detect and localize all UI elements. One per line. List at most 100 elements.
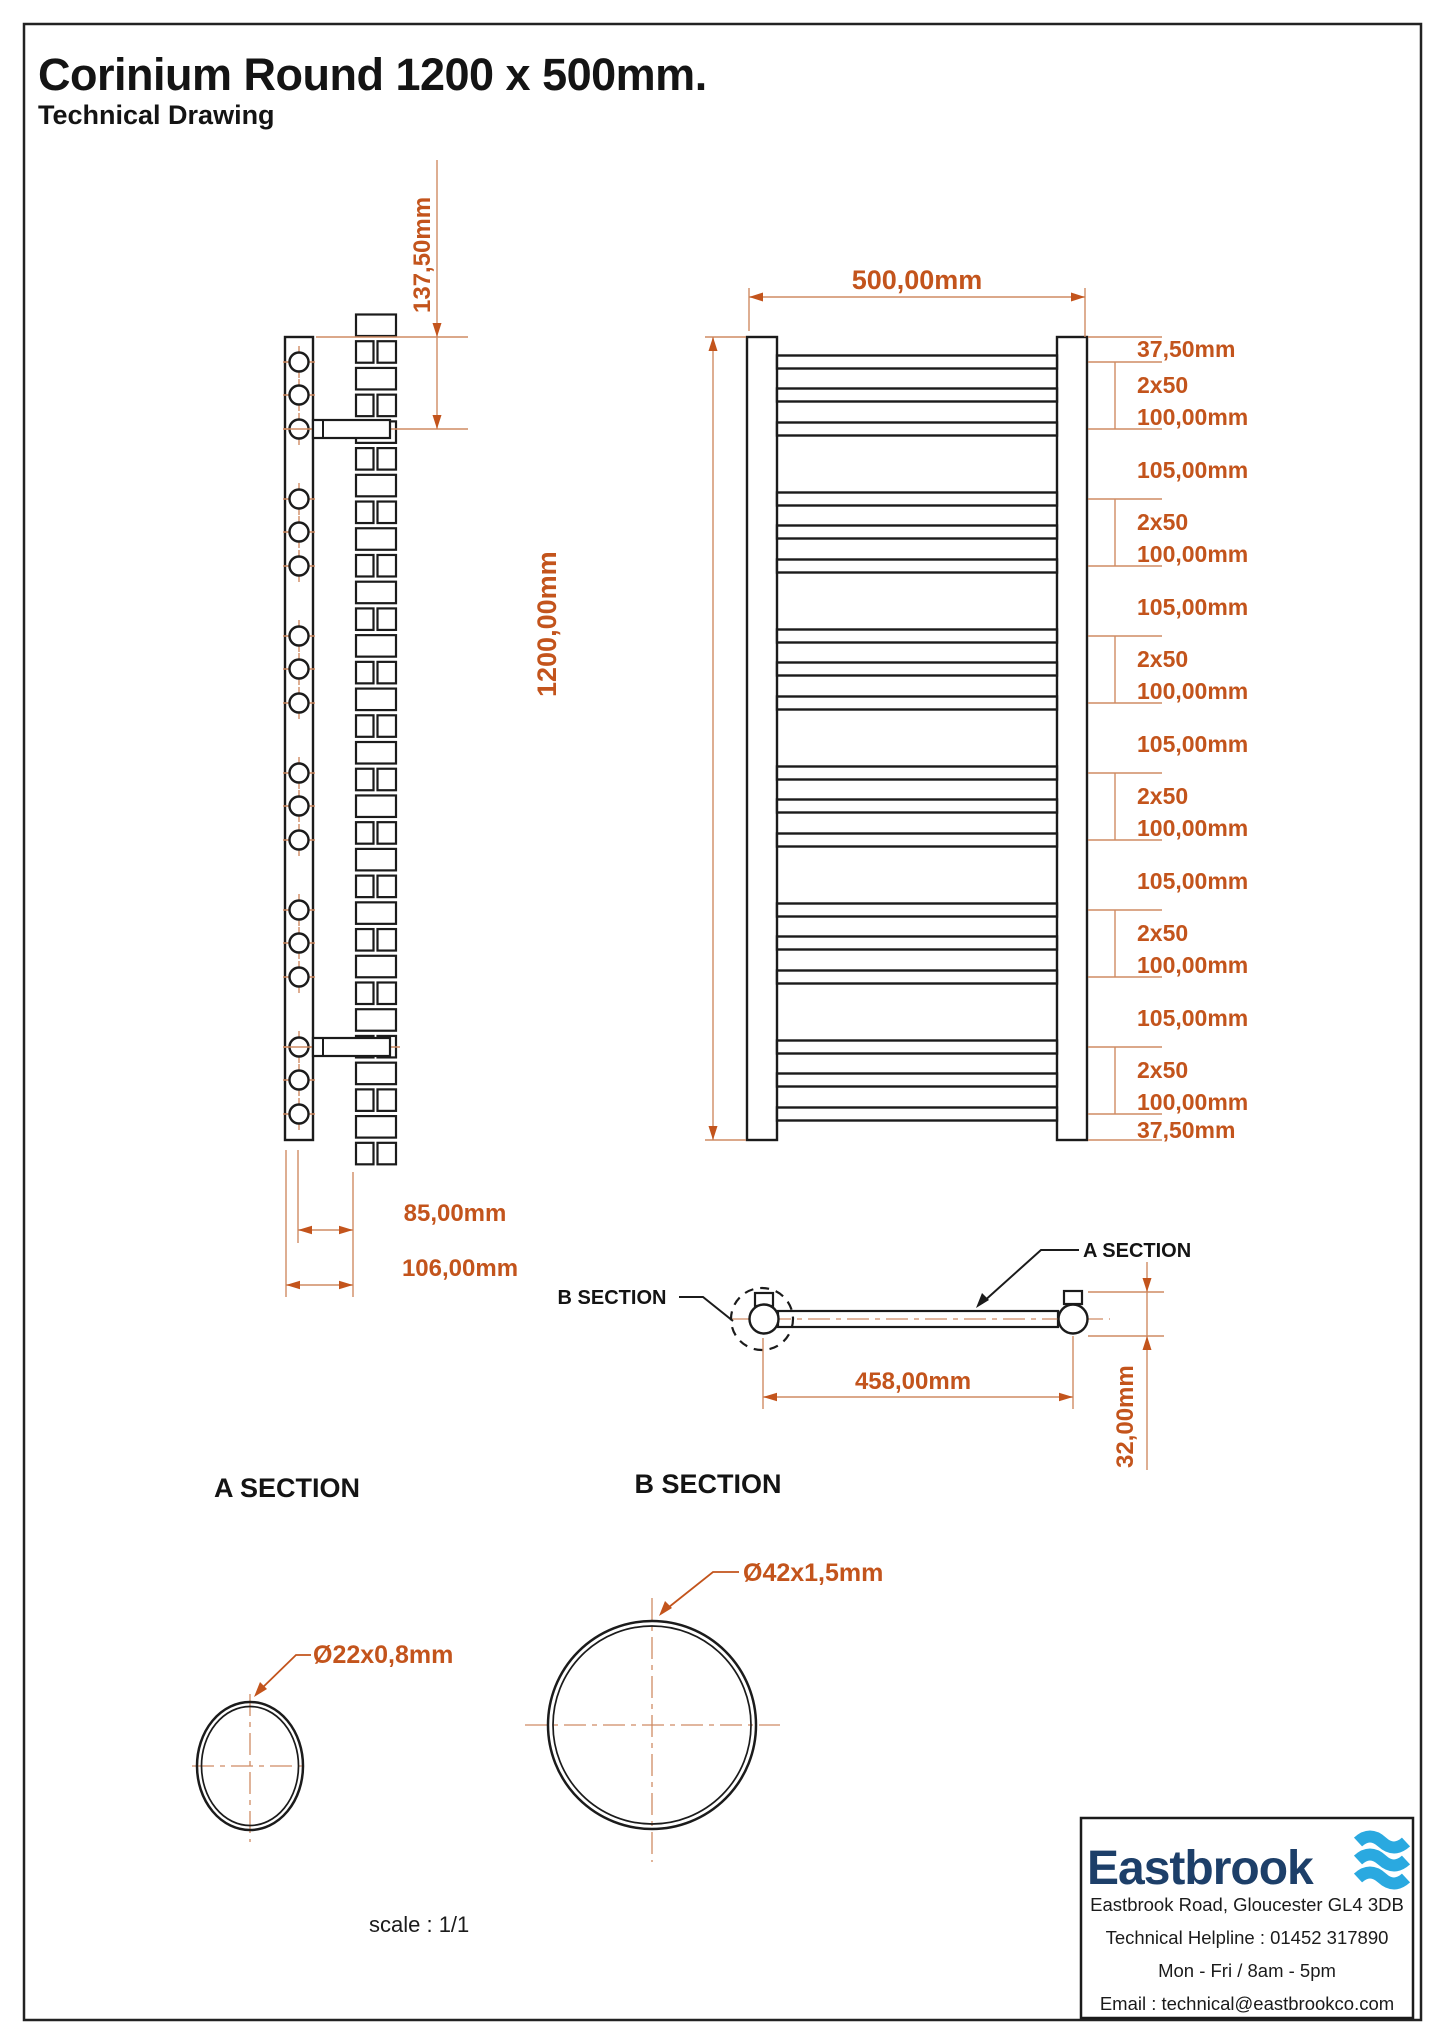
a-tube-label: Ø22x0,8mm — [313, 1641, 453, 1669]
dim-width-label: 500,00mm — [852, 265, 983, 295]
dim-centres-label: 458,00mm — [855, 1368, 971, 1395]
dim-1200-arrow-top — [708, 337, 718, 351]
spacing-label: 2x50 — [1137, 646, 1188, 672]
page-title: Corinium Round 1200 x 500mm. — [38, 49, 707, 100]
wave-2 — [1353, 1848, 1411, 1872]
brick — [354, 874, 375, 899]
front-view-right-tube — [1055, 335, 1089, 1142]
front-rung — [775, 902, 1059, 918]
brick — [354, 981, 375, 1006]
brick — [376, 1088, 398, 1112]
brick — [376, 1141, 398, 1166]
footer-address: Eastbrook Road, Gloucester GL4 3DB — [1090, 1894, 1404, 1915]
brick — [376, 767, 398, 792]
side-rung-circle — [288, 692, 310, 714]
footer-border — [1079, 1816, 1415, 2020]
side-rung-circle — [288, 1103, 310, 1125]
side-rung-circle — [288, 555, 310, 577]
brick — [354, 1008, 398, 1032]
spacing-label: 2x50 — [1137, 920, 1188, 946]
spacing-label: 100,00mm — [1137, 541, 1248, 567]
spacing-label: 2x50 — [1137, 783, 1188, 809]
dim-137-arrow-1 — [432, 323, 442, 337]
front-rung — [775, 798, 1059, 814]
brick — [376, 553, 398, 578]
brick — [354, 340, 375, 364]
front-rung — [775, 969, 1059, 985]
plan-left-tube — [748, 1303, 780, 1335]
side-rung-circle — [288, 899, 310, 921]
front-rung — [775, 832, 1059, 848]
side-rung-circle — [288, 384, 310, 406]
front-view: 500,00mm 1200,00mm 37,50mm2x50100,00mm10… — [532, 265, 1248, 1143]
dim-top-offset-label: 137,50mm — [409, 197, 436, 313]
brand-logo-text: Eastbrook — [1087, 1842, 1314, 1895]
wall-bracket-bottom — [311, 1036, 392, 1058]
side-rung-circle — [288, 658, 310, 680]
side-rung-circle — [288, 488, 310, 510]
side-rung-circle — [288, 966, 310, 988]
brick — [354, 821, 375, 845]
brick — [376, 660, 398, 685]
dim-85-arrow-right — [339, 1225, 353, 1235]
front-rung — [775, 491, 1059, 507]
callout-b-section: B SECTION — [558, 1287, 667, 1309]
front-rung — [775, 558, 1059, 574]
callout-a-arrowhead — [976, 1293, 989, 1308]
spacing-label: 105,00mm — [1137, 457, 1248, 483]
spacing-label: 100,00mm — [1137, 678, 1248, 704]
front-rung — [775, 628, 1059, 644]
brick — [354, 527, 398, 551]
brick — [354, 1088, 375, 1112]
spacing-labels: 37,50mm2x50100,00mm105,00mm2x50100,00mm1… — [1137, 336, 1248, 1143]
spacing-label: 100,00mm — [1137, 404, 1248, 430]
brick — [354, 901, 398, 925]
brick — [354, 847, 398, 872]
brick — [354, 740, 398, 765]
callout-a-section: A SECTION — [1083, 1240, 1191, 1262]
b-tube-label: Ø42x1,5mm — [743, 1559, 883, 1587]
brick — [376, 500, 398, 525]
spacing-label: 105,00mm — [1137, 594, 1248, 620]
brick — [354, 473, 398, 498]
front-rung — [775, 1072, 1059, 1088]
front-rung — [775, 1039, 1059, 1055]
brick — [354, 687, 398, 712]
front-rung — [775, 387, 1059, 403]
dim-tube-depth-label: 85,00mm — [404, 1200, 507, 1227]
wave-3 — [1353, 1866, 1411, 1890]
front-view-rungs — [775, 354, 1059, 1122]
brick — [354, 714, 375, 738]
side-rung-circle — [288, 762, 310, 784]
brick — [376, 874, 398, 899]
spacing-label: 2x50 — [1137, 372, 1188, 398]
footer-hours: Mon - Fri / 8am - 5pm — [1158, 1960, 1336, 1981]
brick — [354, 366, 398, 391]
brick — [354, 1141, 375, 1166]
brick — [376, 393, 398, 418]
callout-a-leader — [981, 1249, 1079, 1304]
a-tube-inner — [200, 1705, 300, 1827]
side-view-collector-bar — [283, 335, 315, 1142]
brick — [354, 954, 398, 979]
a-tube-outer — [195, 1700, 305, 1832]
brick — [354, 794, 398, 819]
side-rung-circle — [288, 1069, 310, 1091]
dim-85-arrow-left — [298, 1225, 312, 1235]
side-rung-circle — [288, 795, 310, 817]
side-rung-circle — [288, 351, 310, 373]
front-rung — [775, 421, 1059, 437]
wall-bracket-top — [311, 418, 392, 440]
footer-email: Email : technical@eastbrookco.com — [1100, 1993, 1394, 2014]
dim-overall-depth-label: 106,00mm — [402, 1255, 518, 1282]
dim-depth-label: 32,00mm — [1112, 1365, 1139, 1468]
dim-height-label: 1200,00mm — [532, 551, 562, 697]
dim-500-arrow-right — [1071, 292, 1085, 302]
brick — [354, 660, 375, 685]
page-border — [22, 22, 1423, 2022]
front-view-left-tube — [745, 335, 779, 1142]
front-rung — [775, 765, 1059, 781]
brick — [354, 447, 375, 471]
eastbrook-waves-icon — [1353, 1830, 1411, 1890]
dim-32-arrow-top — [1142, 1278, 1152, 1292]
